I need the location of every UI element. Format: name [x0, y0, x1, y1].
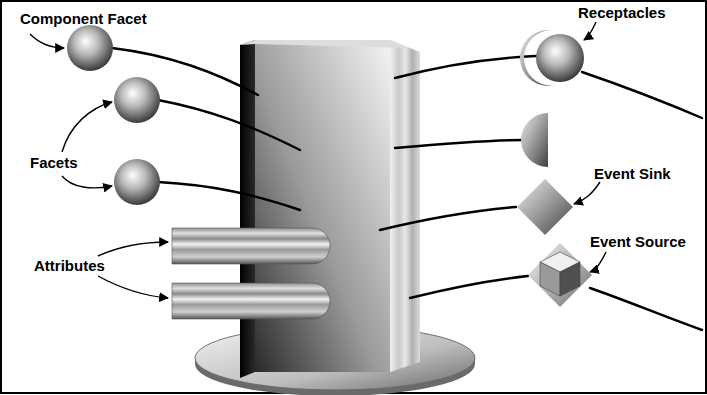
- attribute-bar: [172, 283, 330, 319]
- event-source-cube-left: [540, 262, 560, 296]
- event-source-diamond: [528, 243, 592, 307]
- component-facet-sphere: [67, 25, 113, 71]
- block-front: [255, 40, 390, 372]
- callout-label: Attributes: [34, 257, 105, 275]
- callout-label: Component Facet: [20, 10, 147, 28]
- callout-label: Facets: [30, 154, 78, 172]
- callout-label: Event Sink: [594, 165, 671, 183]
- receptacle-shell: [521, 113, 548, 167]
- event-source-cube-right: [560, 262, 580, 296]
- callout-label: Event Source: [590, 233, 686, 251]
- leader-arrows: [30, 22, 606, 298]
- attribute-bar: [172, 228, 330, 264]
- event-sink-diamond: [517, 179, 573, 235]
- receptacle-sphere: [536, 34, 584, 82]
- block-top: [240, 40, 420, 52]
- facet-sphere: [114, 159, 160, 205]
- facet-wires: [112, 48, 300, 210]
- facet-sphere: [114, 77, 160, 123]
- block-side: [390, 40, 420, 372]
- callout-label: Receptacles: [578, 4, 666, 22]
- port-wires: [380, 56, 702, 330]
